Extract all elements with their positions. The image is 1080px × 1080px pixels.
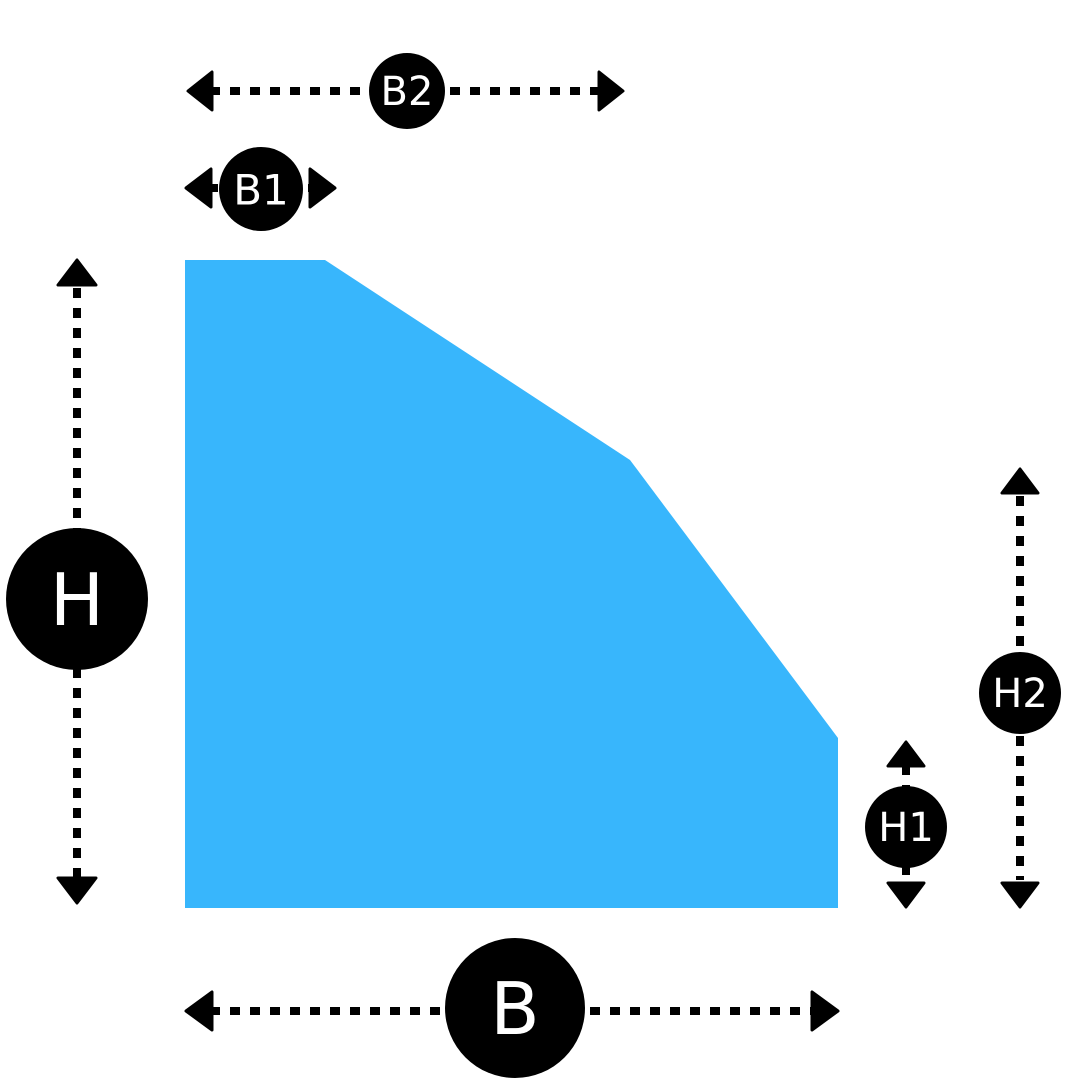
badge-b2 [369,53,445,129]
label-b2: B2 [381,69,434,115]
arrow-left-icon [184,990,214,1032]
arrow-down-icon [56,876,98,905]
badge-h [6,528,148,670]
arrow-up-icon [886,740,926,768]
badge-b [445,938,585,1078]
label-b: B [490,967,539,1051]
dimension-b2: B2 [186,53,625,129]
dimension-b1: B1 [184,147,337,231]
label-b1: B1 [233,166,289,215]
dimension-h2: H2 [979,467,1061,909]
label-h2: H2 [992,671,1048,717]
label-h1: H1 [878,805,934,851]
blue-shape [185,260,838,908]
arrow-down-icon [1000,881,1040,909]
dimension-b: B [184,938,840,1078]
badge-h1 [865,786,947,868]
arrow-left-icon [186,70,214,112]
arrow-right-icon [308,167,337,209]
dimension-h1: H1 [865,740,947,909]
badge-b1 [219,147,303,231]
arrow-up-icon [56,258,98,287]
badge-h2 [979,652,1061,734]
arrow-down-icon [886,881,926,909]
arrow-up-icon [1000,467,1040,495]
arrow-right-icon [597,70,625,112]
arrow-left-icon [184,167,213,209]
label-h: H [50,558,104,642]
dimension-h: H [6,258,148,905]
arrow-right-icon [810,990,840,1032]
